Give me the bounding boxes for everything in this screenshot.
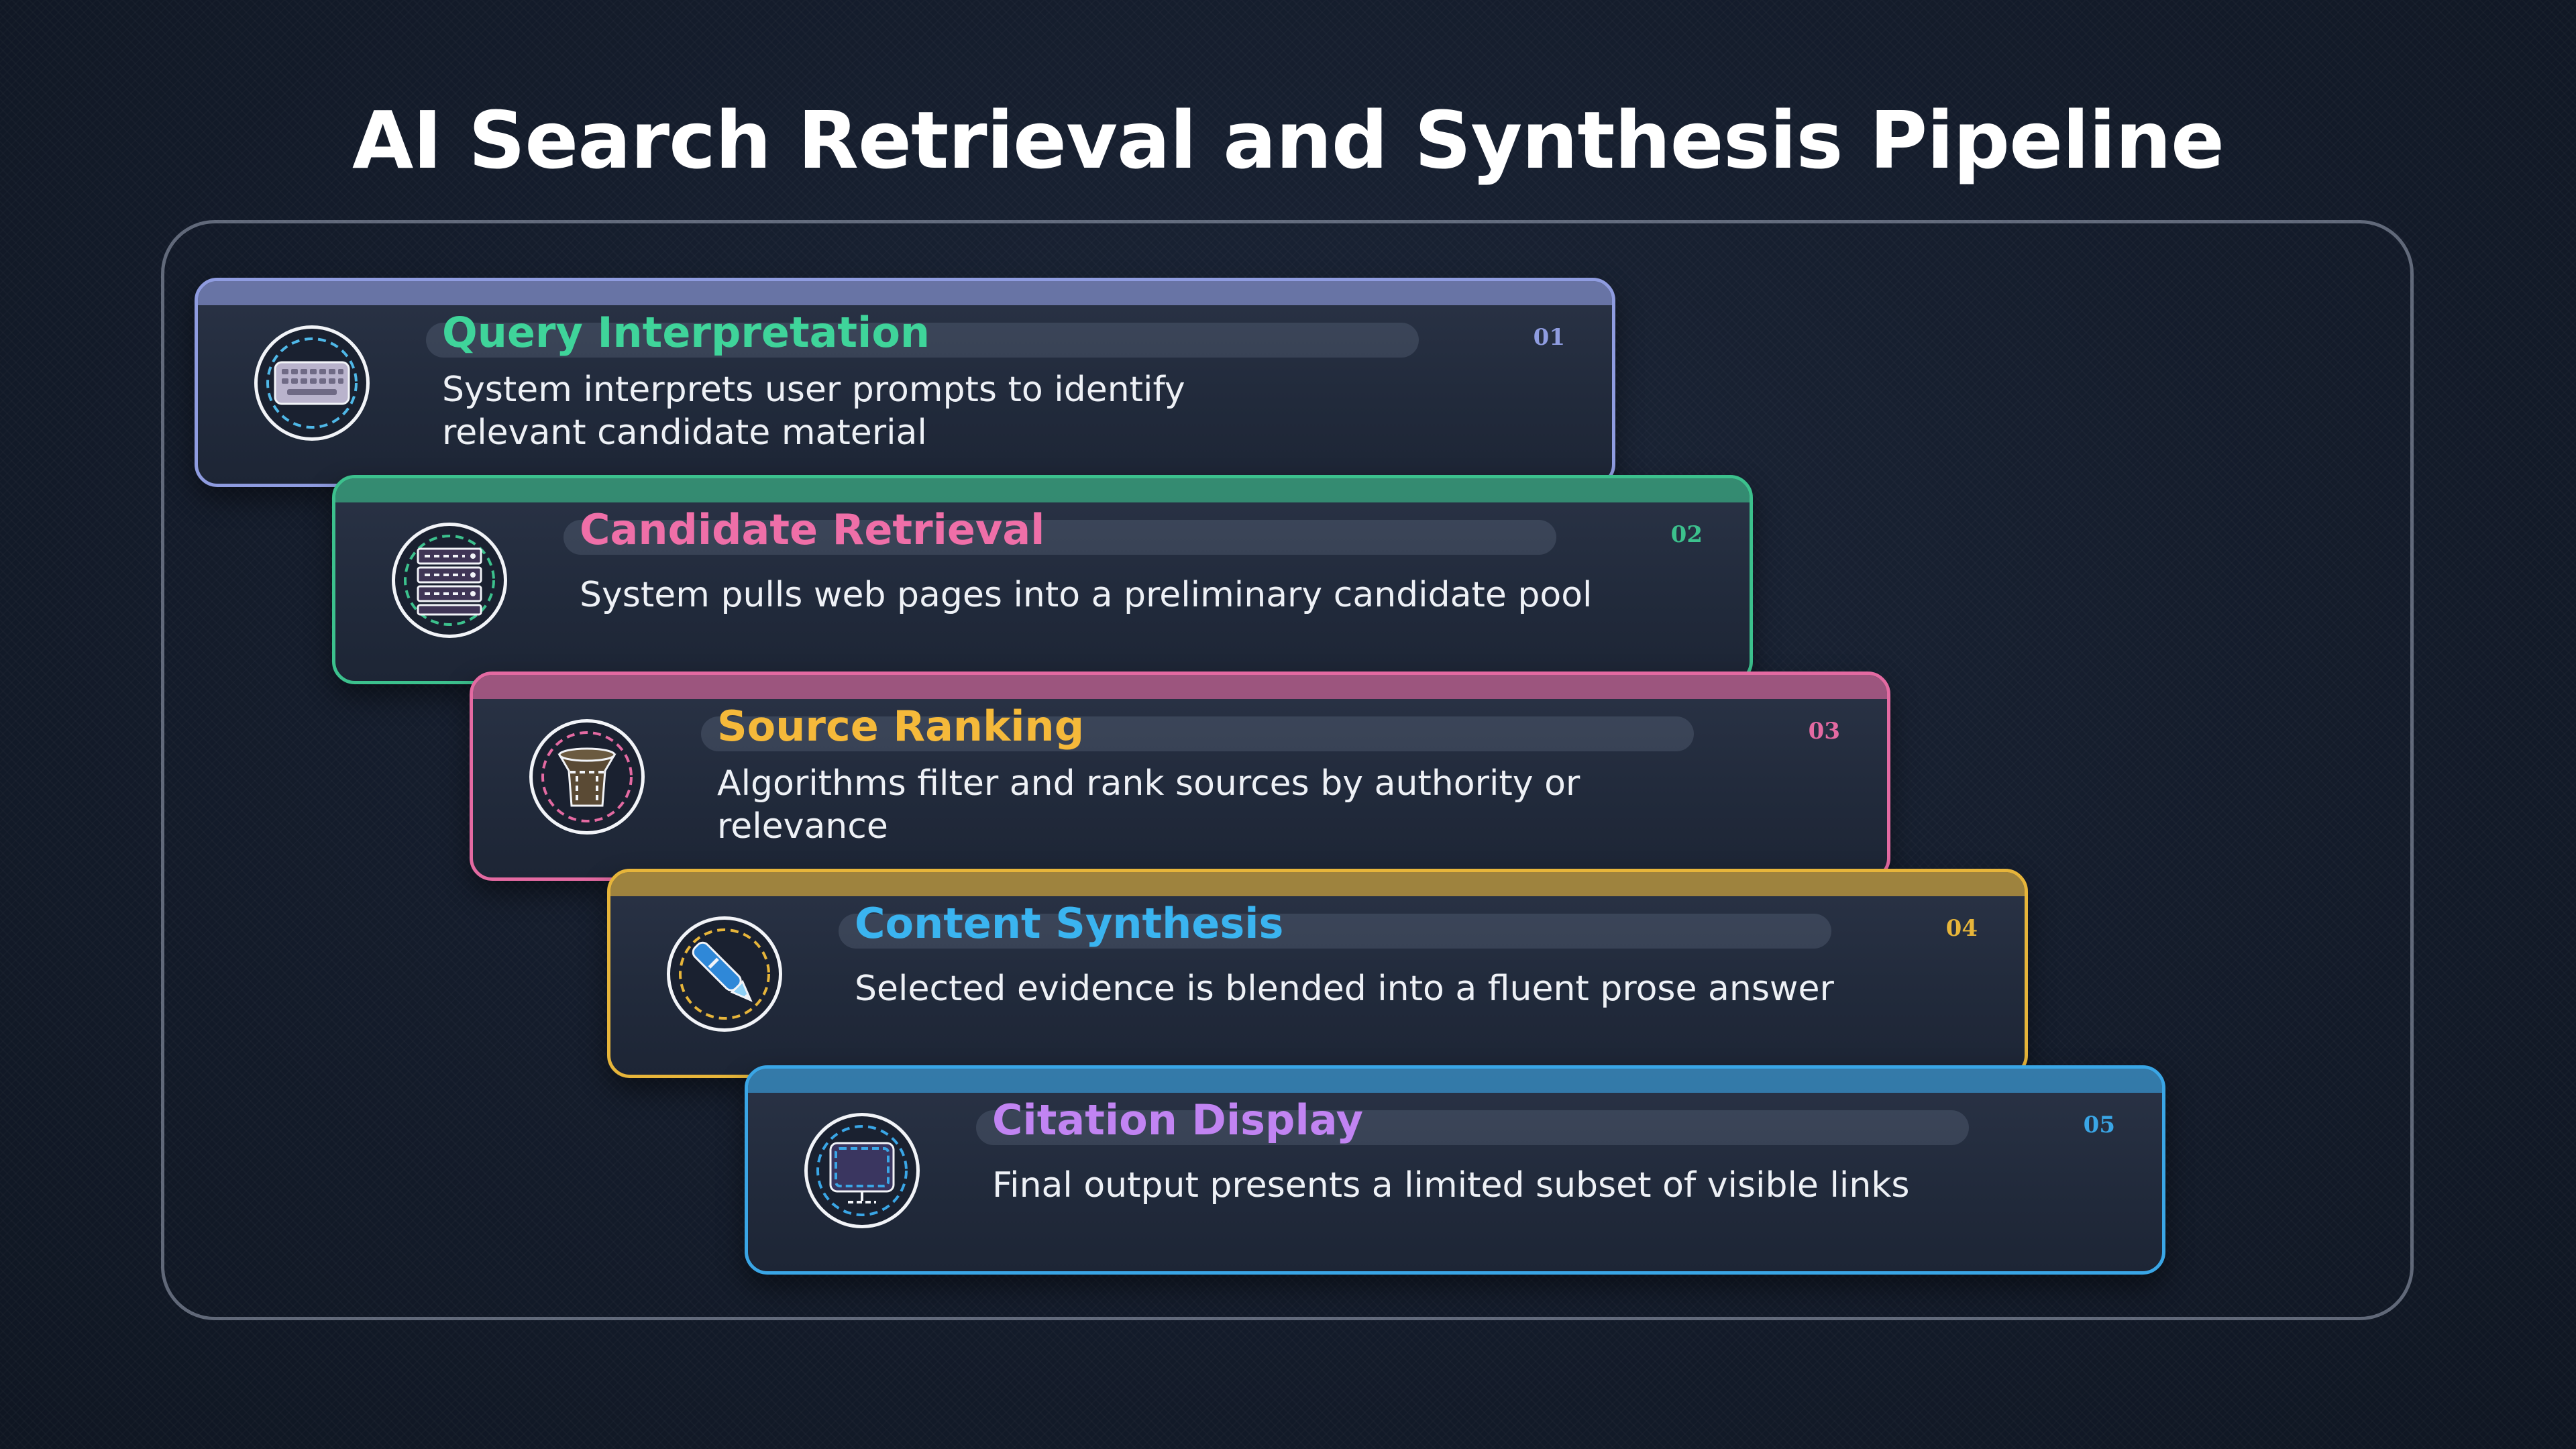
step-title: Query Interpretation bbox=[442, 308, 930, 357]
step-description: Algorithms filter and rank sources by au… bbox=[717, 763, 1580, 847]
step-number: 04 bbox=[1945, 915, 1978, 942]
step-card-content-synthesis: Content Synthesis Selected evidence is b… bbox=[607, 869, 2028, 1078]
title-highlight-bar bbox=[701, 716, 1694, 751]
step-description: Selected evidence is blended into a flue… bbox=[855, 969, 1834, 1009]
page-title: AI Search Retrieval and Synthesis Pipeli… bbox=[352, 94, 2224, 186]
step-title: Content Synthesis bbox=[855, 899, 1284, 948]
keyboard-icon bbox=[254, 325, 370, 441]
title-highlight-bar bbox=[839, 914, 1831, 949]
step-number: 01 bbox=[1533, 324, 1565, 351]
step-description: System interprets user prompts to identi… bbox=[442, 370, 1185, 453]
step-number: 03 bbox=[1808, 718, 1840, 745]
step-description: System pulls web pages into a preliminar… bbox=[580, 575, 1593, 615]
card-top-bar bbox=[198, 281, 1612, 305]
step-title: Candidate Retrieval bbox=[580, 505, 1045, 554]
card-top-bar bbox=[335, 478, 1750, 502]
step-number: 05 bbox=[2083, 1112, 2115, 1138]
step-number: 02 bbox=[1670, 521, 1703, 548]
step-card-query-interpretation: Query Interpretation System interprets u… bbox=[195, 278, 1615, 487]
filter-icon bbox=[529, 719, 645, 835]
monitor-icon bbox=[804, 1113, 920, 1228]
step-card-citation-display: Citation Display Final output presents a… bbox=[745, 1065, 2165, 1275]
server-icon bbox=[392, 523, 507, 638]
title-highlight-bar bbox=[564, 520, 1556, 555]
step-title: Citation Display bbox=[992, 1095, 1364, 1144]
pipeline-frame bbox=[161, 220, 2414, 1320]
step-card-candidate-retrieval: Candidate Retrieval System pulls web pag… bbox=[332, 475, 1753, 684]
step-description: Final output presents a limited subset o… bbox=[992, 1165, 1910, 1205]
pen-icon bbox=[667, 916, 782, 1032]
card-top-bar bbox=[610, 872, 2025, 896]
title-highlight-bar bbox=[976, 1110, 1969, 1145]
card-top-bar bbox=[748, 1069, 2162, 1093]
step-title: Source Ranking bbox=[717, 702, 1085, 751]
title-highlight-bar bbox=[426, 323, 1419, 358]
step-card-source-ranking: Source Ranking Algorithms filter and ran… bbox=[470, 672, 1890, 881]
card-top-bar bbox=[473, 675, 1887, 699]
